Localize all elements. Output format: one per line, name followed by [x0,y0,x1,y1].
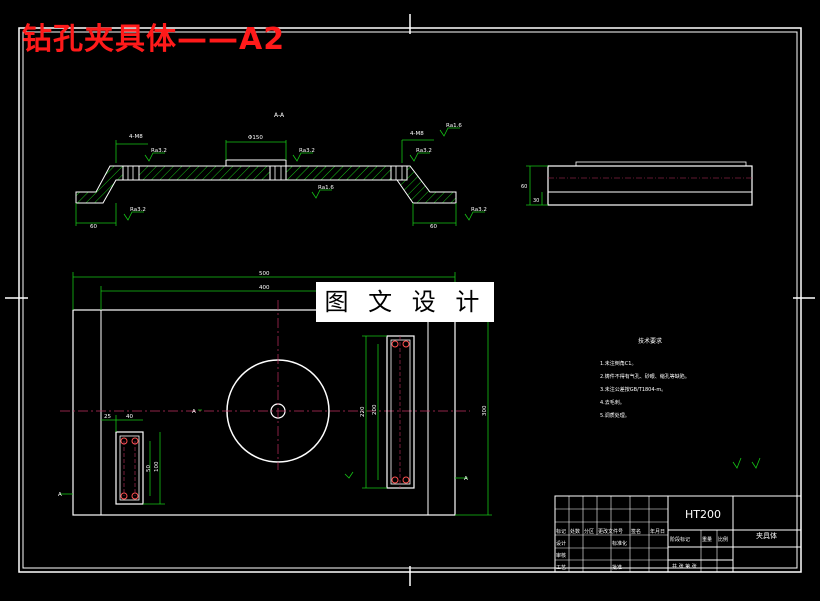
dim-side-60: 60 [521,184,527,190]
view-marker-mid: A [192,409,196,415]
section-profile [75,165,457,204]
dim-side-30: 30 [533,198,539,204]
dim-60-right: 60 [430,224,437,230]
view-marker-left: A [58,492,62,498]
tb-sign: 签名 [631,528,641,535]
tb-change: 更改文件号 [598,528,623,535]
dim-25: 25 [104,414,111,420]
centering-marks [5,14,815,586]
roughness-4: Ra1.6 [446,123,462,129]
drawing-title: 钻孔夹具体——A2 [22,22,286,57]
dim-50: 50 [146,465,152,472]
tb-zone: 分区 [584,528,594,535]
note-5: 5.调质处理。 [600,412,630,419]
tb-sheets: 共 张 第 张 [672,563,697,570]
note-4: 4.去毛刺。 [600,399,625,406]
part-name: 夹具体 [756,531,777,540]
tb-date: 年月日 [650,528,665,535]
dim-220: 220 [360,406,366,417]
dim-500: 500 [259,271,270,277]
tb-review: 审核 [556,552,566,559]
roughness-2: Ra3.2 [299,148,315,154]
roughness-6: Ra3.2 [471,207,487,213]
view-marker-right: A [464,476,468,482]
note-2: 2.铸件不得有气孔、砂眼、缩孔等缺陷。 [600,373,690,380]
roughness-1: Ra3.2 [151,148,167,154]
tb-mark: 标记 [556,528,566,535]
note-1: 1.未注倒角C1。 [600,360,636,367]
tb-process: 工艺 [556,565,566,571]
dim-100: 100 [154,461,160,472]
note-3: 3.未注公差按GB/T1804-m。 [600,386,666,393]
tb-standard: 标准化 [612,540,627,547]
roughness-3: Ra3.2 [416,148,432,154]
notes-title: 技术要求 [638,337,662,345]
tb-stage: 阶段标记 [670,536,690,543]
tb-count: 处数 [570,528,580,535]
dim-40: 40 [126,414,133,420]
dim-300: 300 [482,405,488,416]
section-label: A-A [274,112,285,119]
tb-approve: 批准 [612,564,622,571]
dim-phi150: Φ150 [248,135,263,141]
dim-400: 400 [259,285,270,291]
dim-60-left: 60 [90,224,97,230]
technical-notes: 技术要求 1.未注倒角C1。 2.铸件不得有气孔、砂眼、缩孔等缺陷。 3.未注公… [600,337,690,419]
plan-view: 500 400 300 220 200 100 25 40 50 A A A [58,271,761,516]
dim-4m8-right: 4-M8 [410,131,424,137]
dim-200: 200 [372,404,378,415]
tb-design: 设计 [556,540,566,547]
title-block [554,495,802,573]
section-view: A-A [75,112,487,230]
tb-scale: 比例 [718,536,728,543]
tb-weight: 重量 [702,536,712,543]
roughness-5: Ra3.2 [130,207,146,213]
watermark-label: 图 文 设 计 [316,282,494,322]
material: HT200 [685,508,721,521]
roughness-7: Ra1.6 [318,185,334,191]
dim-4m8-left: 4-M8 [129,134,143,140]
side-view: 60 30 [521,161,753,206]
